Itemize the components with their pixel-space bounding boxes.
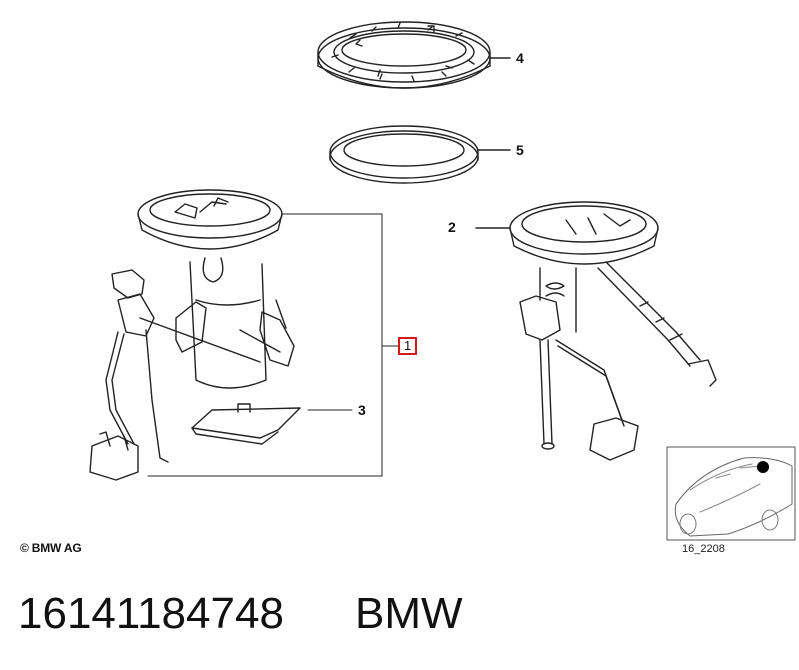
callout-4: 4: [516, 50, 524, 66]
fuel-sensor-assembly-right: [475, 201, 717, 461]
callout-bracket: [147, 213, 399, 477]
callout-3: 3: [358, 402, 366, 418]
seal-ring-part: [329, 125, 511, 184]
car-locator-inset: [666, 446, 796, 541]
copyright-label: © BMW AG: [20, 541, 82, 555]
part-number: 16141184748: [18, 589, 284, 638]
locking-ring-part: [317, 21, 511, 89]
callout-2: 2: [448, 219, 456, 235]
fuel-pump-location-marker: [757, 461, 769, 473]
filter-plate-part: [191, 403, 301, 445]
brand-name: BMW: [355, 589, 463, 638]
callout-1: 1: [398, 337, 418, 355]
callout-5: 5: [516, 142, 524, 158]
fuel-pump-assembly-left: [89, 189, 295, 481]
reference-code: 16_2208: [682, 543, 725, 555]
